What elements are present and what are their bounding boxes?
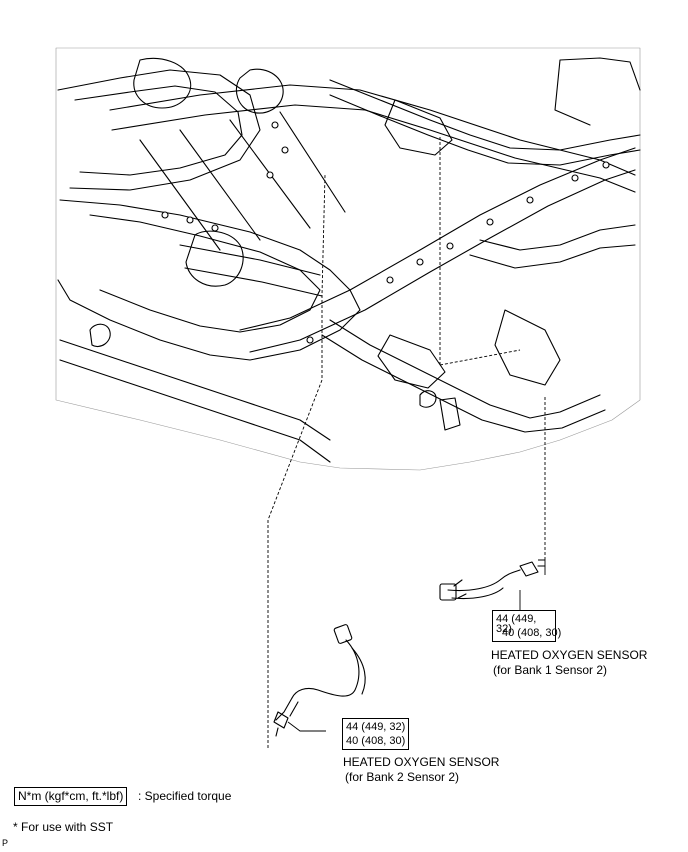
cross-member: [57, 199, 361, 361]
torque-bank1-line1b: 32): [496, 623, 512, 635]
torque-box-bank1: 44 (449, 32) 40 (408, 30): [492, 610, 561, 642]
exhaust-pipe-bank1: [329, 79, 641, 151]
sst-note: * For use with SST: [13, 820, 114, 834]
vehicle-outline: [55, 47, 641, 471]
torque-bank1-line2: 40 (408, 30): [502, 627, 562, 639]
torque-bank2-line1: 44 (449, 32): [346, 721, 406, 733]
corner-mark: P: [2, 838, 9, 848]
bank1-sensor-harness: [447, 569, 521, 592]
torque-unit-legend: N*m (kgf*cm, ft.*lbf): [14, 787, 128, 806]
torque-bank2-line2: 40 (408, 30): [346, 735, 406, 747]
torque-box-bank2: 44 (449, 32) 40 (408, 30): [342, 718, 410, 750]
exhaust-pipe-bank2: [329, 319, 601, 419]
sensor-name-bank2: HEATED OXYGEN SENSOR: [343, 755, 500, 769]
transverse-beam: [239, 147, 636, 331]
torque-unit-description: : Specified torque: [138, 789, 232, 803]
bank2-sensor-harness: [291, 639, 360, 699]
sensor-location-bank2: (for Bank 2 Sensor 2): [345, 770, 460, 784]
sensor-name-bank1: HEATED OXYGEN SENSOR: [491, 648, 648, 662]
torque-bank1-line1: 44 (449,: [496, 613, 537, 625]
sensor-location-bank1: (for Bank 1 Sensor 2): [493, 663, 608, 677]
